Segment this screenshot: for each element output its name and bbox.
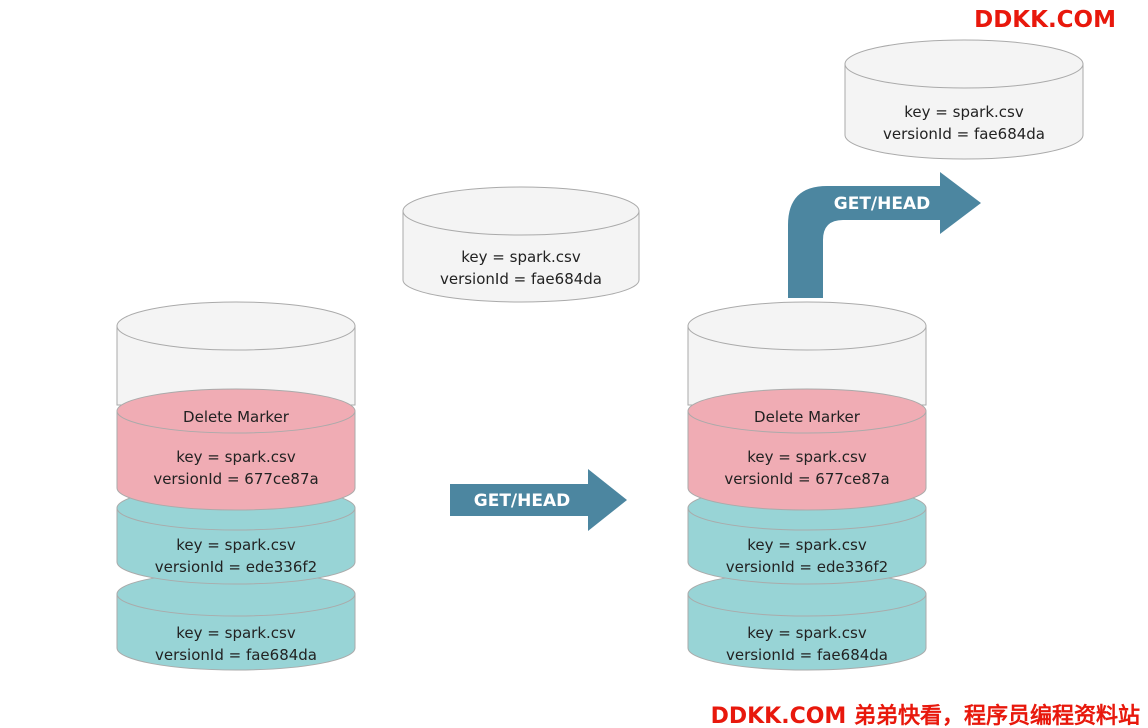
middle-get-head-arrow: GET/HEAD bbox=[450, 469, 627, 531]
floating-object-fae684da: key = spark.csv versionId = fae684da bbox=[402, 186, 640, 303]
right-version-ede336f2-key: key = spark.csv bbox=[747, 536, 867, 554]
left-version-fae684da-id: versionId = fae684da bbox=[155, 646, 317, 664]
right-delete-marker-id: versionId = 677ce87a bbox=[724, 470, 889, 488]
right-version-fae684da-id: versionId = fae684da bbox=[726, 646, 888, 664]
watermark-bottom: DDKK.COM 弟弟快看，程序员编程资料站 bbox=[711, 703, 1140, 728]
right-delete-marker-key: key = spark.csv bbox=[747, 448, 867, 466]
left-version-ede336f2-key: key = spark.csv bbox=[176, 536, 296, 554]
left-version-fae684da-key: key = spark.csv bbox=[176, 624, 296, 642]
right-object-stack: key = spark.csv versionId = fae684da key… bbox=[687, 301, 927, 671]
left-delete-marker-key: key = spark.csv bbox=[176, 448, 296, 466]
left-delete-marker: Delete Marker key = spark.csv versionId … bbox=[116, 388, 356, 511]
right-version-fae684da-key: key = spark.csv bbox=[747, 624, 867, 642]
right-empty-slot bbox=[687, 301, 927, 406]
floating-object-id: versionId = fae684da bbox=[440, 270, 602, 288]
watermark-top: DDKK.COM bbox=[974, 7, 1116, 33]
left-empty-slot bbox=[116, 301, 356, 406]
left-delete-marker-id: versionId = 677ce87a bbox=[153, 470, 318, 488]
left-delete-marker-title: Delete Marker bbox=[183, 408, 290, 426]
bent-arrow-label: GET/HEAD bbox=[834, 194, 930, 214]
bent-get-head-arrow: GET/HEAD bbox=[788, 172, 981, 298]
right-version-fae684da: key = spark.csv versionId = fae684da bbox=[687, 571, 927, 671]
left-version-fae684da: key = spark.csv versionId = fae684da bbox=[116, 571, 356, 671]
result-object-key: key = spark.csv bbox=[904, 103, 1024, 121]
result-object-fae684da: key = spark.csv versionId = fae684da bbox=[844, 39, 1084, 160]
left-object-stack: key = spark.csv versionId = fae684da key… bbox=[116, 301, 356, 671]
result-object-id: versionId = fae684da bbox=[883, 125, 1045, 143]
middle-arrow-label: GET/HEAD bbox=[474, 491, 570, 511]
right-delete-marker: Delete Marker key = spark.csv versionId … bbox=[687, 388, 927, 511]
left-version-ede336f2-id: versionId = ede336f2 bbox=[155, 558, 317, 576]
right-version-ede336f2-id: versionId = ede336f2 bbox=[726, 558, 888, 576]
floating-object-key: key = spark.csv bbox=[461, 248, 581, 266]
right-delete-marker-title: Delete Marker bbox=[754, 408, 861, 426]
